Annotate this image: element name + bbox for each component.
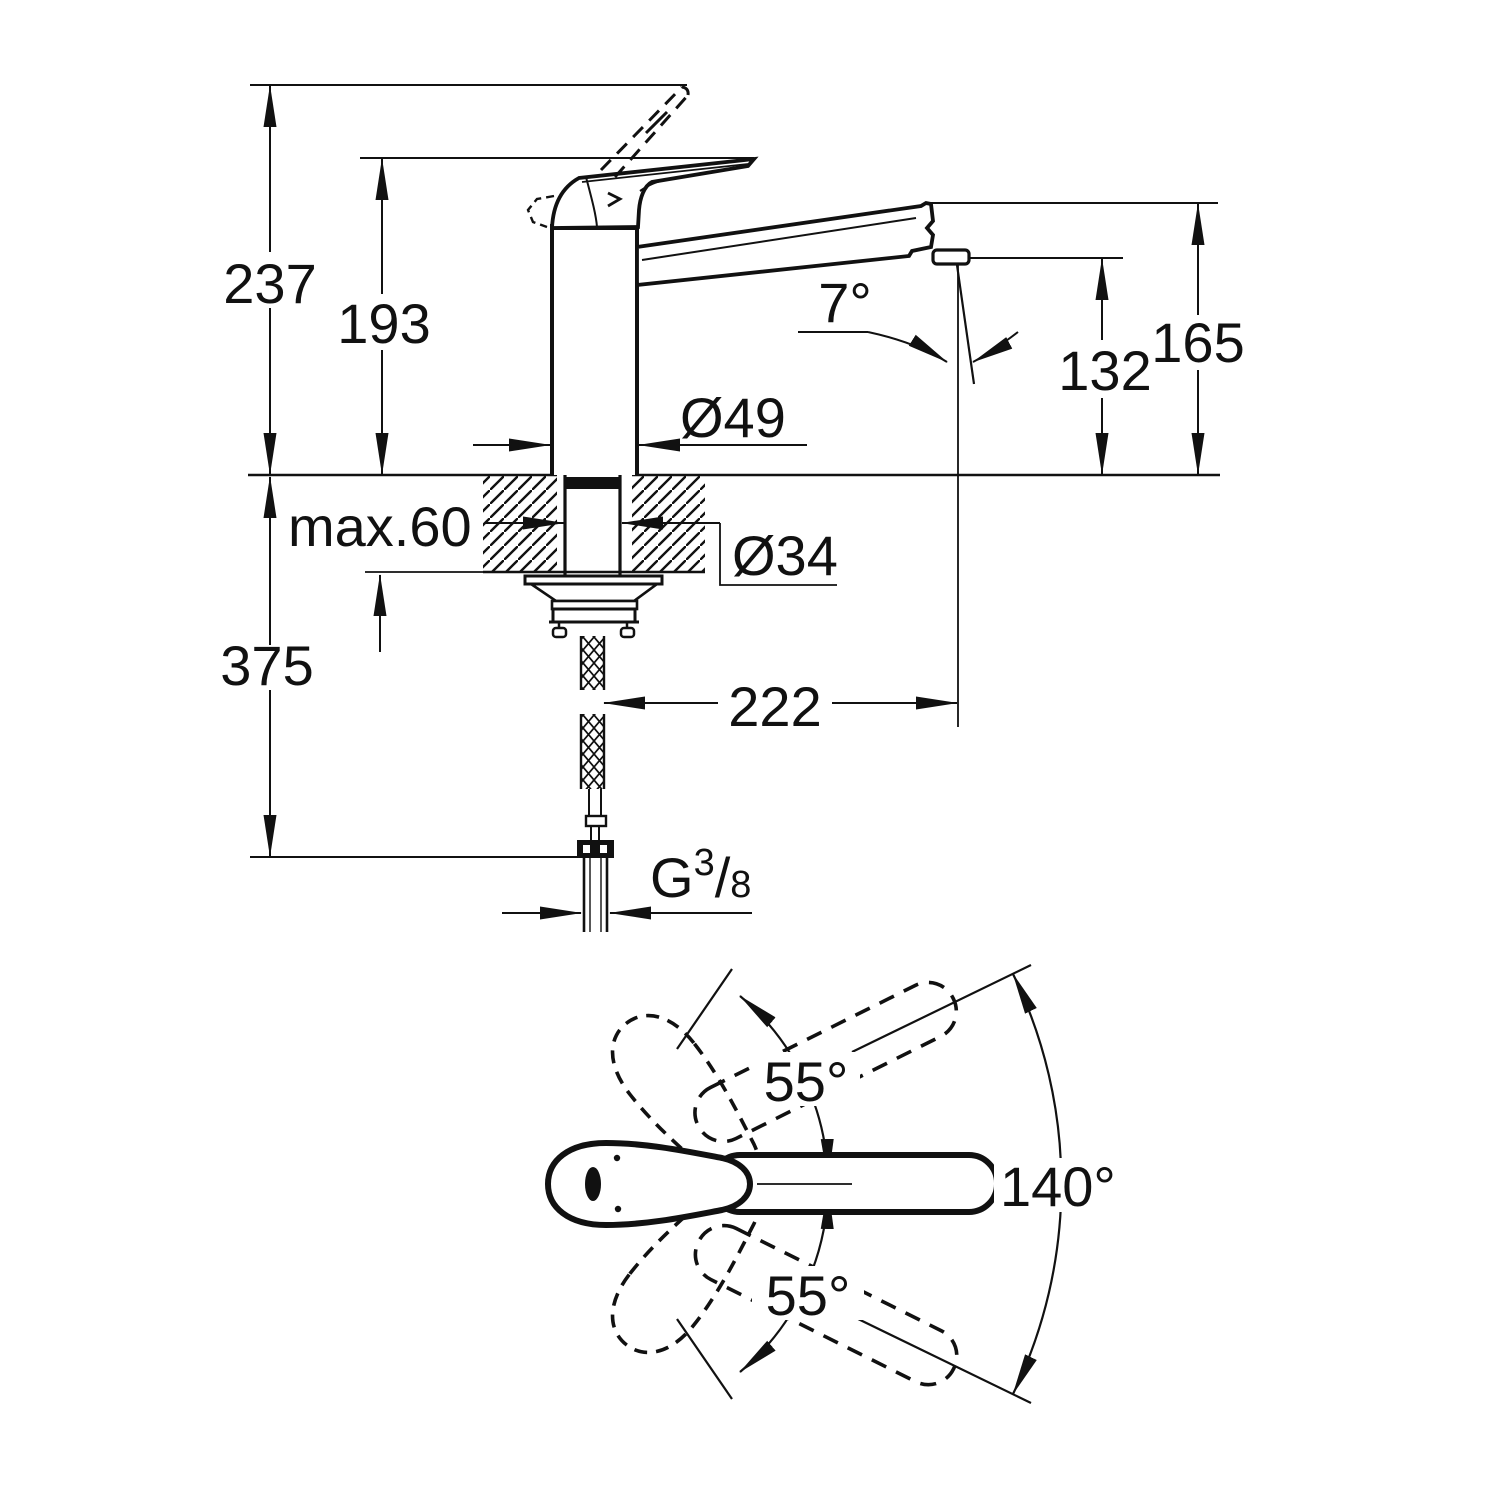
- connection-hose: [577, 636, 614, 932]
- angle-handle-up: 55°: [764, 1050, 849, 1113]
- mounting-shank: [563, 475, 622, 576]
- angle-spout-swivel: 140°: [1000, 1155, 1116, 1218]
- dim-hose-length: 375: [220, 634, 313, 697]
- label-backing: [752, 1266, 864, 1320]
- handle-raised-heel-dashed: [526, 194, 555, 229]
- faucet-side-view: 237 193 375 max.60 Ø49 Ø34 222 132 165 7…: [220, 84, 1245, 932]
- spout-outlet-nub: [931, 248, 971, 266]
- handle-top-view: [544, 1139, 754, 1229]
- handle-raised-position-dashed: [599, 85, 691, 178]
- dim-thread: G3/8: [650, 842, 751, 909]
- fixing-set: [523, 574, 664, 639]
- dim-max-deck: max.60: [288, 495, 472, 558]
- lever-handle: [526, 85, 759, 230]
- label-backing: [752, 1052, 860, 1106]
- dim-total-height: 237: [223, 252, 316, 315]
- dim-spout-height: 165: [1151, 311, 1244, 374]
- dim-body-diameter: Ø49: [680, 386, 786, 449]
- spout: [635, 200, 976, 385]
- faucet-top-view: 55° 55° 140°: [544, 964, 1132, 1404]
- reference-lines: [248, 84, 1220, 858]
- angle-handle-down: 55°: [766, 1264, 851, 1327]
- water-stream-line: [955, 264, 976, 385]
- dim-reach: 222: [728, 675, 821, 738]
- dim-outlet-angle: 7°: [818, 271, 872, 334]
- dim-outlet-height: 132: [1058, 339, 1151, 402]
- dim-handle-height: 193: [337, 292, 430, 355]
- dimension-lines: [263, 85, 1205, 920]
- label-backing: [994, 1158, 1132, 1212]
- spout-top-view: [709, 1152, 1000, 1215]
- dim-hole-diameter: Ø34: [732, 524, 838, 587]
- faucet-body: [550, 224, 639, 475]
